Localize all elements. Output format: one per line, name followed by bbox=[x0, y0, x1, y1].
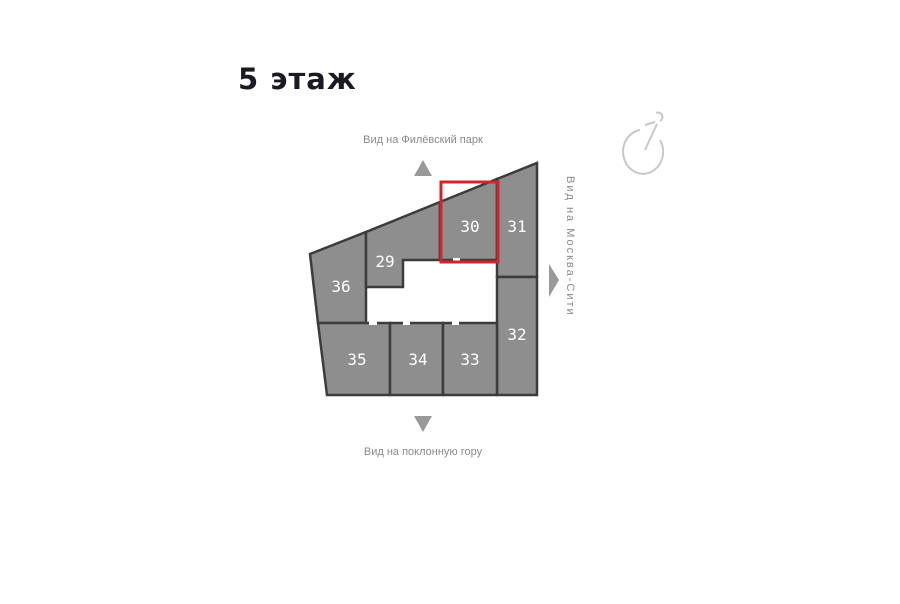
room-number: 31 bbox=[507, 217, 526, 236]
arrow-up-icon[interactable] bbox=[414, 160, 432, 176]
room-number: 36 bbox=[331, 277, 350, 296]
room-number: 35 bbox=[347, 350, 366, 369]
door-marks bbox=[369, 258, 460, 325]
room-36[interactable]: 36 bbox=[308, 230, 368, 325]
view-label-top: Вид на Филёвский парк bbox=[363, 134, 483, 146]
room-35[interactable]: 35 bbox=[316, 321, 392, 397]
room-30[interactable]: 30 bbox=[438, 177, 499, 262]
room-32[interactable]: 32 bbox=[495, 275, 539, 397]
arrow-right-icon[interactable] bbox=[549, 264, 559, 297]
room-number: 33 bbox=[460, 350, 479, 369]
room-31[interactable]: 31 bbox=[495, 161, 539, 279]
room-29[interactable]: 29 bbox=[364, 200, 442, 289]
view-label-bottom: Вид на поклонную гору bbox=[363, 446, 483, 458]
floor-title: 5 этаж bbox=[238, 62, 357, 96]
room-number: 29 bbox=[375, 252, 394, 271]
room-number: 32 bbox=[507, 325, 526, 344]
room-number: 34 bbox=[408, 350, 427, 369]
room-34[interactable]: 34 bbox=[388, 321, 445, 397]
room-33[interactable]: 33 bbox=[441, 321, 499, 397]
compass-icon bbox=[622, 111, 665, 175]
selected-room-highlight bbox=[439, 180, 500, 264]
arrow-down-icon[interactable] bbox=[414, 416, 432, 432]
room-number: 30 bbox=[460, 217, 479, 236]
